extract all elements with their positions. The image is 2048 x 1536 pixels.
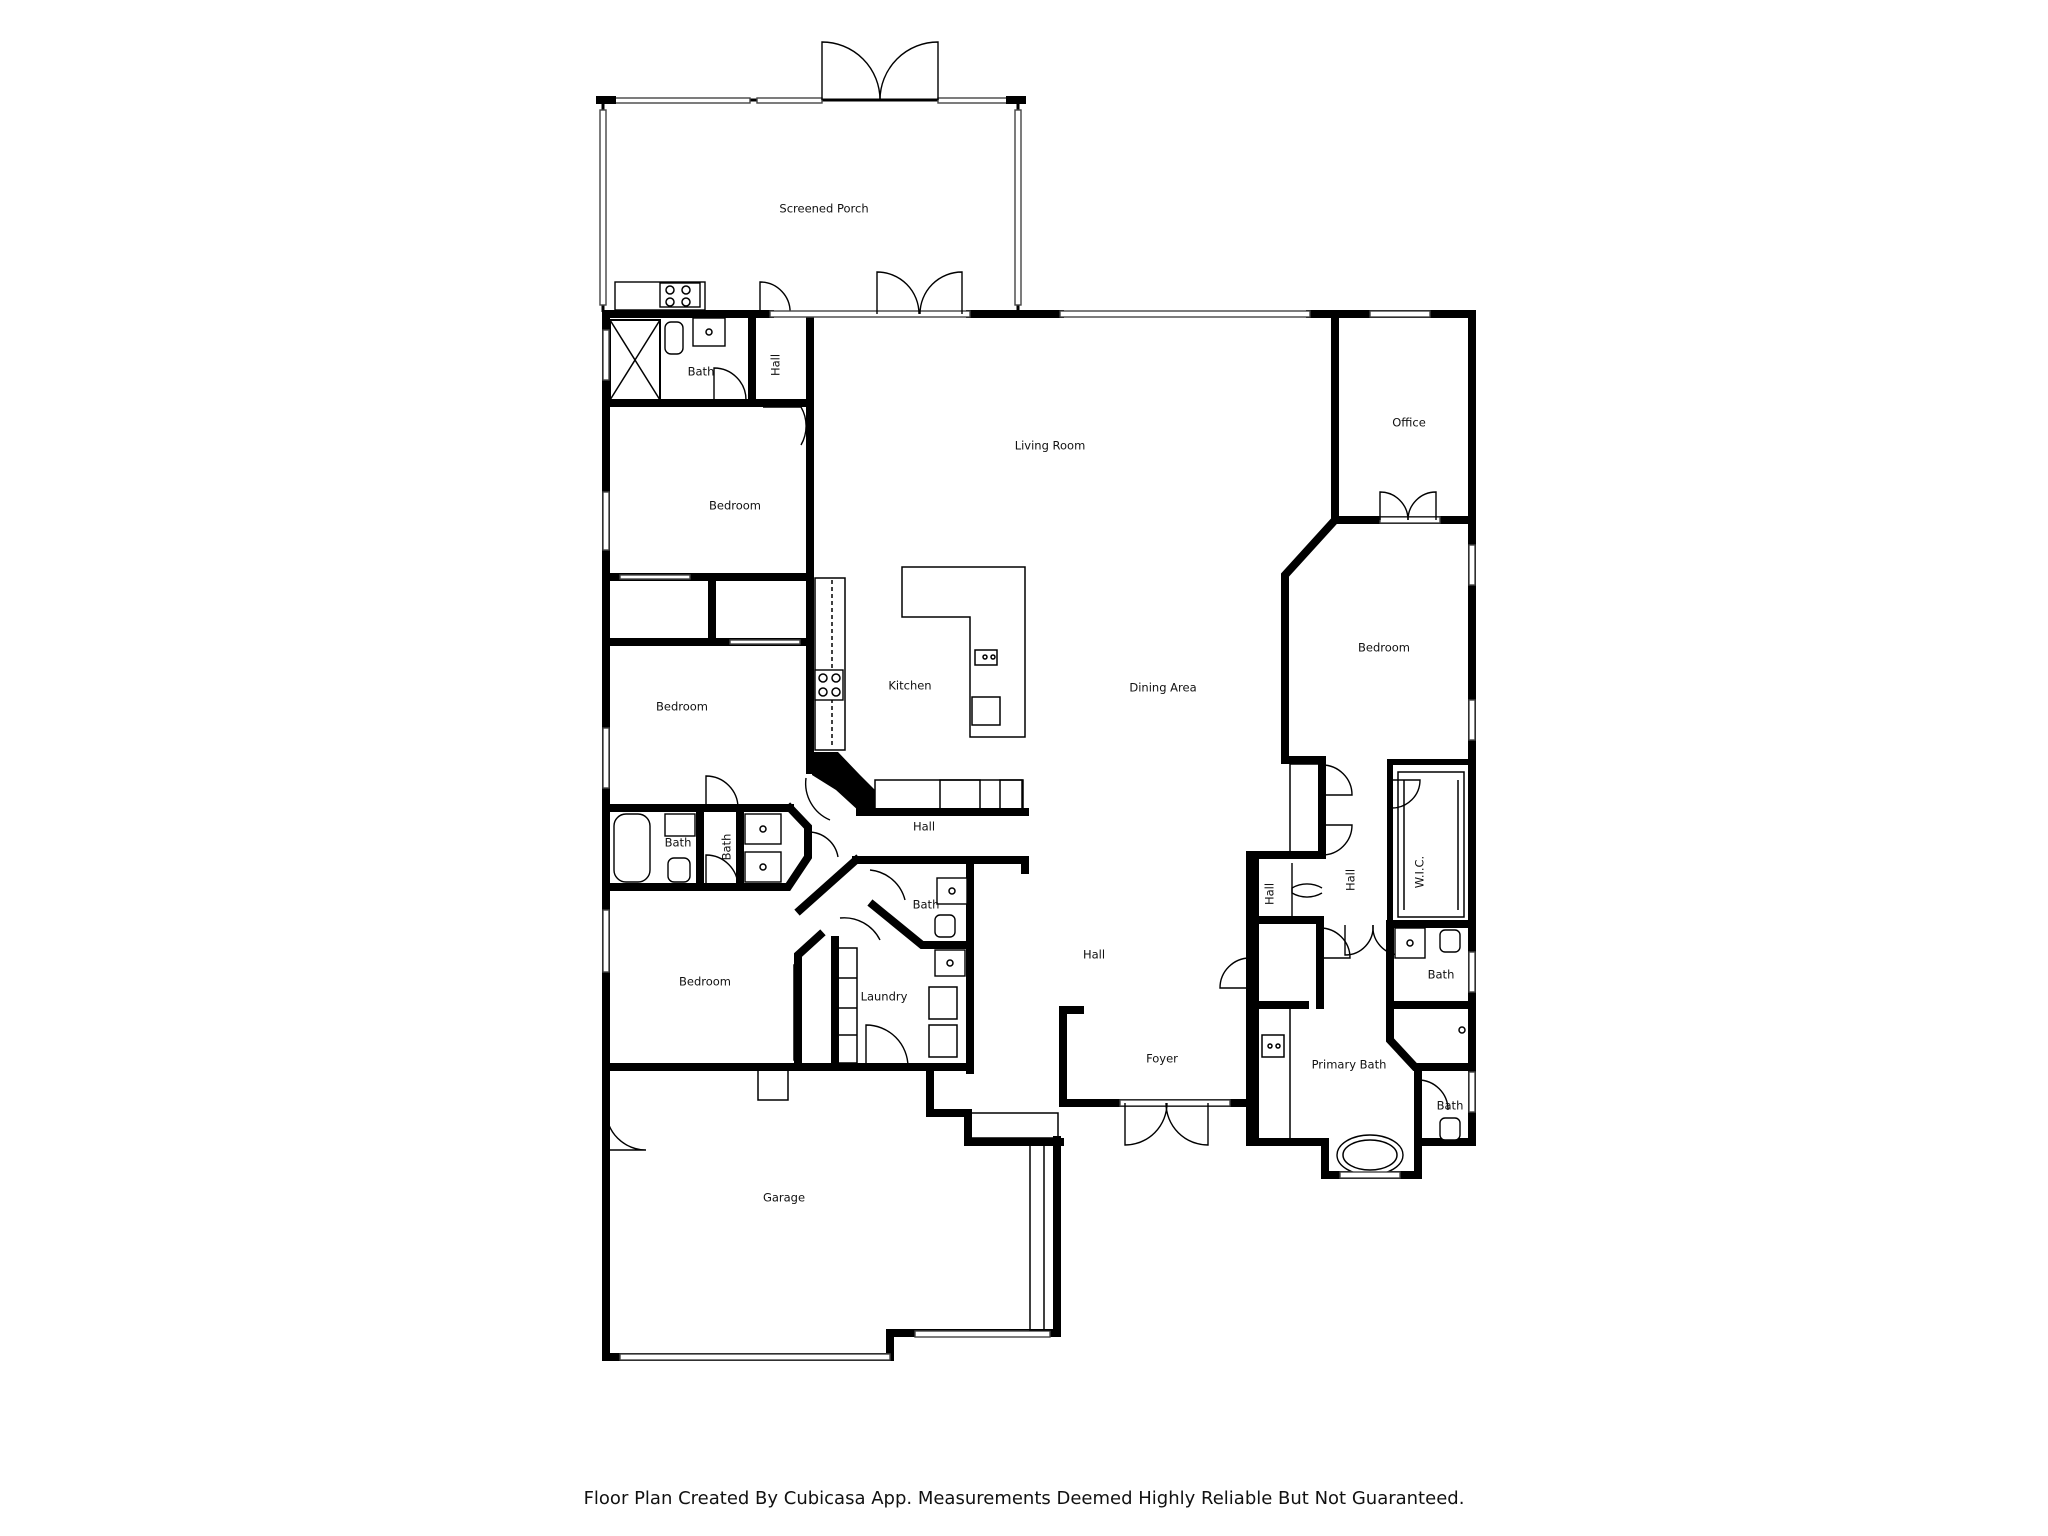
label-hall-nw: Hall <box>769 354 783 376</box>
label-living-room: Living Room <box>1015 439 1086 453</box>
east-bath <box>1386 920 1476 1009</box>
label-garage: Garage <box>763 1191 805 1205</box>
room-labels: Screened Porch Bath Hall Living Room Off… <box>656 202 1463 1205</box>
label-bath-east: Bath <box>1428 968 1455 982</box>
label-primary-bath: Primary Bath <box>1312 1058 1387 1072</box>
kitchen <box>804 566 1029 821</box>
label-foyer: Foyer <box>1146 1052 1178 1066</box>
bedroom-1 <box>602 329 814 754</box>
label-hall-main: Hall <box>1083 948 1105 962</box>
label-hall-east-1: Hall <box>1344 869 1358 891</box>
label-bedroom-1: Bedroom <box>709 499 761 513</box>
center-bath-laundry <box>794 854 1064 1146</box>
nw-bath <box>602 281 814 584</box>
label-bath-w2: Bath <box>720 834 734 861</box>
label-bedroom-2: Bedroom <box>656 700 708 714</box>
label-bedroom-3: Bedroom <box>679 975 731 989</box>
east-halls <box>1251 851 1402 1009</box>
exterior-walls <box>602 310 1476 1361</box>
primary-bath <box>1251 1001 1476 1179</box>
walk-in-closet <box>1387 759 1475 927</box>
label-kitchen: Kitchen <box>888 679 931 693</box>
label-screened-porch: Screened Porch <box>779 202 868 216</box>
plan-caption: Floor Plan Created By Cubicasa App. Meas… <box>583 1488 1465 1509</box>
garage <box>605 1069 1059 1361</box>
bedroom-2-baths <box>602 727 839 891</box>
east-bedroom <box>1281 514 1476 859</box>
label-hall-center: Hall <box>913 820 935 834</box>
label-laundry: Laundry <box>861 990 908 1004</box>
living-dining <box>769 271 1311 1146</box>
label-wic: W.I.C. <box>1413 856 1427 888</box>
label-bath-se: Bath <box>1437 1099 1464 1113</box>
label-hall-east-2: Hall <box>1263 883 1277 905</box>
label-bath-w1: Bath <box>665 836 692 850</box>
label-bath-nw: Bath <box>688 365 715 379</box>
label-bath-center: Bath <box>913 898 940 912</box>
label-office: Office <box>1392 416 1426 430</box>
label-dining-area: Dining Area <box>1129 681 1196 695</box>
office <box>1331 310 1476 586</box>
label-bedroom-east: Bedroom <box>1358 641 1410 655</box>
screened-porch-area <box>596 41 1026 312</box>
